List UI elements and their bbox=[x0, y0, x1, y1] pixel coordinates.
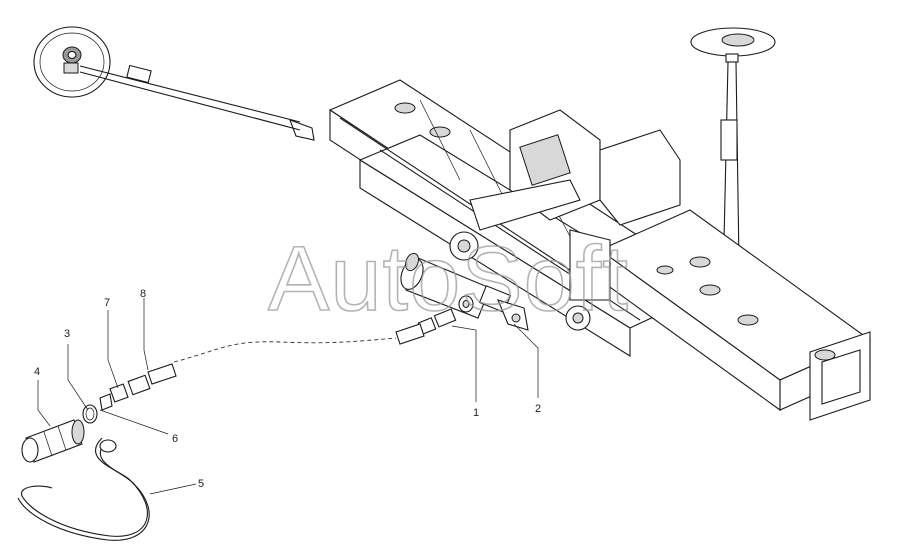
callout-6: 6 bbox=[172, 433, 178, 445]
callout-3: 3 bbox=[64, 328, 70, 340]
dust-cap-strap bbox=[17, 437, 150, 541]
left-marker-pole bbox=[79, 64, 315, 141]
callout-2: 2 bbox=[535, 403, 541, 415]
quick-coupler-assembly bbox=[21, 363, 177, 463]
callout-4: 4 bbox=[34, 366, 40, 378]
callout-5: 5 bbox=[198, 478, 204, 490]
callout-1: 1 bbox=[473, 407, 479, 419]
right-marker-disc bbox=[690, 27, 776, 63]
callout-8: 8 bbox=[140, 288, 146, 300]
watermark-text: AutoSoft bbox=[268, 228, 629, 330]
left-marker-disc bbox=[33, 26, 111, 98]
leader-lines bbox=[37, 298, 539, 495]
hitch-mount bbox=[449, 109, 681, 331]
hydraulic-fitting bbox=[395, 295, 474, 345]
callout-7: 7 bbox=[104, 297, 110, 309]
hydraulic-hose bbox=[173, 337, 397, 363]
